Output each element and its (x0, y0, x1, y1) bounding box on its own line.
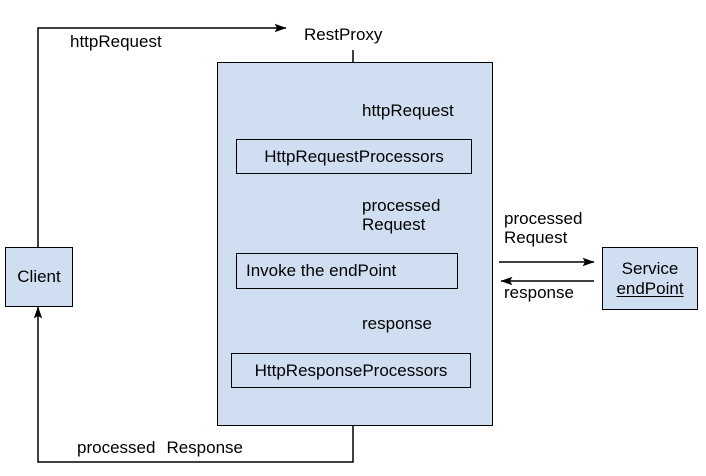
label-invoke-to-response-processors: response (362, 314, 432, 333)
node-invoke-endpoint[interactable]: Invoke the endPoint (236, 253, 458, 289)
label-proxy-to-service: processed Request (504, 209, 582, 247)
node-invoke-endpoint-label: Invoke the endPoint (246, 261, 397, 280)
node-client-label: Client (17, 267, 61, 286)
label-proxy-to-client-part1: processed (77, 438, 156, 457)
node-service-endpoint[interactable]: Service endPoint (602, 247, 698, 310)
node-http-response-processors-label: HttpResponseProcessors (254, 360, 448, 380)
label-client-to-proxy: httpRequest (70, 32, 162, 51)
label-request-processors-to-invoke: processed Request (362, 196, 440, 234)
node-service-label-line1: Service (621, 259, 679, 279)
node-http-response-processors[interactable]: HttpResponseProcessors (231, 353, 471, 388)
node-http-request-processors[interactable]: HttpRequestProcessors (236, 139, 472, 174)
node-service-label-line2: endPoint (616, 278, 684, 298)
label-proxy-to-client: processed Response (77, 438, 243, 457)
label-request-processors-to-invoke-line2: Request (362, 215, 426, 235)
label-restproxy: RestProxy (304, 25, 383, 44)
label-request-processors-to-invoke-line1: processed (362, 196, 441, 215)
connector-client-to-proxy (37, 23, 287, 247)
label-proxy-to-client-part2: Response (166, 438, 243, 457)
label-proxy-to-service-line2: Request (504, 228, 568, 248)
node-client[interactable]: Client (5, 247, 73, 307)
node-http-request-processors-label: HttpRequestProcessors (264, 146, 444, 166)
label-service-to-proxy: response (504, 283, 574, 302)
label-proxy-to-service-line1: processed (504, 209, 583, 228)
label-proxy-to-request-processors: httpRequest (362, 101, 454, 120)
